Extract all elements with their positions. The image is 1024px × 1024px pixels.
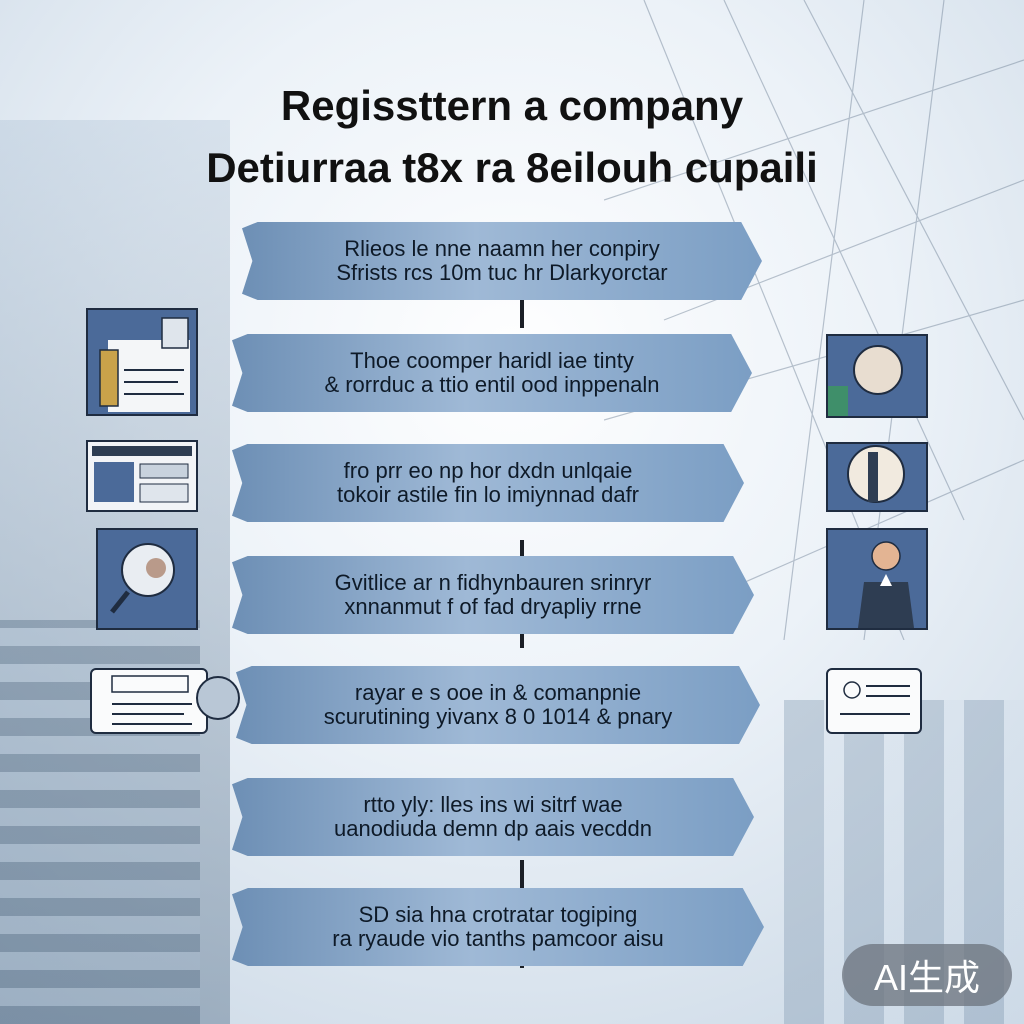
certificate-card-icon	[90, 668, 208, 734]
flow-step-1: Rlieos le nne naamn her conpiry Sfrists …	[242, 222, 762, 300]
ai-generated-badge: AI生成	[842, 944, 1012, 1006]
flow-step-2: Thoe coomper haridl iae tinty & rorrduc …	[232, 334, 752, 412]
flow-step-5-line-2: scurutining yivanx 8 0 1014 & pnary	[323, 704, 673, 729]
flow-step-4-line-2: xnnanmut f of fad dryapliy rrne	[344, 594, 642, 619]
flow-connector-line	[520, 300, 524, 1000]
building-facade-icon	[86, 440, 198, 512]
profile-document-icon	[826, 442, 928, 512]
flow-step-3-line-1: fro prr eo np hor dxdn unlqaie	[343, 458, 633, 483]
title-line-2: Detiurraa t8x ra 8eilouh cupaili	[206, 144, 818, 191]
document-desk-icon	[86, 308, 198, 416]
flow-step-2-line-1: Thoe coomper haridl iae tinty	[350, 348, 634, 373]
flow-step-6: rtto yly: lles ins wi sitrf wae uanodiud…	[232, 778, 754, 856]
businessman-icon	[826, 528, 928, 630]
person-magnifier-icon	[96, 528, 198, 630]
person-portrait-icon	[826, 334, 928, 418]
flow-step-7: SD sia hna crotratar togiping ra ryaude …	[232, 888, 764, 966]
flow-step-7-line-2: ra ryaude vio tanths pamcoor aisu	[332, 926, 664, 951]
seal-icon	[196, 676, 240, 720]
flow-step-1-line-1: Rlieos le nne naamn her conpiry	[344, 236, 660, 261]
flow-step-6-line-2: uanodiuda demn dp aais vecddn	[333, 816, 653, 841]
title-line-1: Regissttern a company	[280, 82, 744, 129]
flow-step-7-line-1: SD sia hna crotratar togiping	[358, 902, 638, 927]
flow-step-3-line-2: tokoir astile fin lo imiynnad dafr	[336, 482, 640, 507]
flow-step-5-line-1: rayar e s ooe in & comanpnie	[354, 680, 642, 705]
flow-step-6-line-1: rtto yly: lles ins wi sitrf wae	[363, 792, 623, 817]
contract-card-icon	[826, 668, 922, 734]
flow-step-4-line-1: Gvitlice ar n fidhynbauren srinryr	[334, 570, 652, 595]
flow-step-3: fro prr eo np hor dxdn unlqaie tokoir as…	[232, 444, 744, 522]
flow-step-1-line-2: Sfrists rcs 10m tuc hr Dlarkyorctar	[336, 260, 668, 285]
flow-step-2-line-2: & rorrduc a ttio entil ood inppenaln	[324, 372, 660, 397]
flow-step-4: Gvitlice ar n fidhynbauren srinryr xnnan…	[232, 556, 754, 634]
flow-step-5: rayar e s ooe in & comanpnie scurutining…	[236, 666, 760, 744]
